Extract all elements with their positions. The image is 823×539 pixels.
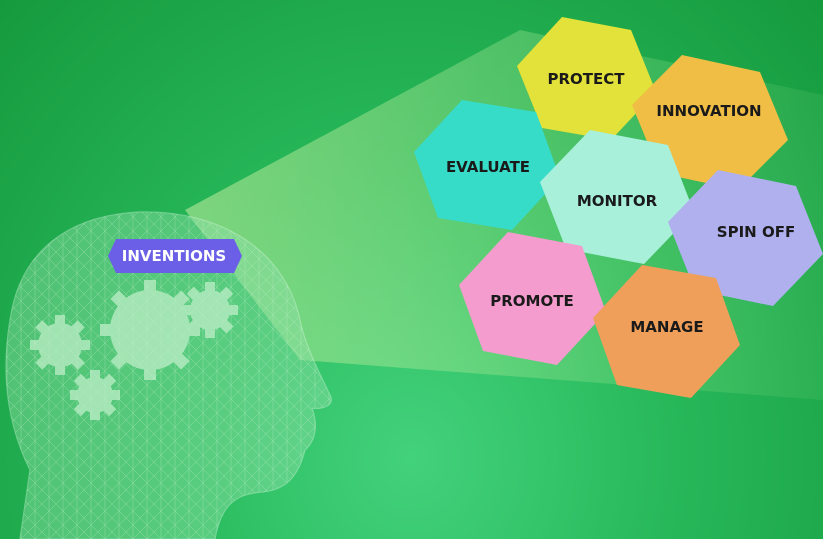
hexagon-label-evaluate: EVALUATE — [446, 158, 530, 176]
hexagon-label-innovation: INNOVATION — [656, 102, 761, 120]
hexagon-label-spin-off: SPIN OFF — [717, 223, 795, 241]
gear-icon — [30, 315, 90, 375]
inventions-badge-shape — [108, 239, 242, 273]
hexagon-monitor: MONITOR — [540, 130, 694, 264]
hexagon-manage: MANAGE — [593, 265, 740, 398]
hexagon-cluster: PROTECT INNOVATION EVALUATE MONITOR SPIN… — [414, 17, 823, 398]
hexagon-icon — [540, 130, 694, 264]
wireframe-head-icon — [5, 211, 332, 539]
hexagon-icon — [459, 232, 606, 365]
hexagon-icon — [517, 17, 656, 140]
hexagon-icon — [593, 265, 740, 398]
inventions-label: INVENTIONS — [122, 247, 226, 265]
hexagon-spin-off: SPIN OFF — [668, 170, 823, 306]
hexagon-icon — [668, 170, 823, 306]
hexagon-label-monitor: MONITOR — [577, 192, 658, 210]
gear-icon — [70, 370, 120, 420]
gear-icon — [100, 280, 200, 380]
gear-icon — [182, 282, 238, 338]
hexagon-icon — [414, 100, 560, 230]
hexagon-protect: PROTECT — [517, 17, 656, 140]
hexagon-evaluate: EVALUATE — [414, 100, 560, 230]
inventions-badge: INVENTIONS — [108, 239, 242, 273]
hexagon-label-promote: PROMOTE — [490, 292, 573, 310]
hexagon-label-manage: MANAGE — [630, 318, 703, 336]
hexagon-label-protect: PROTECT — [547, 70, 625, 88]
gears-icon — [30, 280, 238, 420]
hexagon-promote: PROMOTE — [459, 232, 606, 365]
